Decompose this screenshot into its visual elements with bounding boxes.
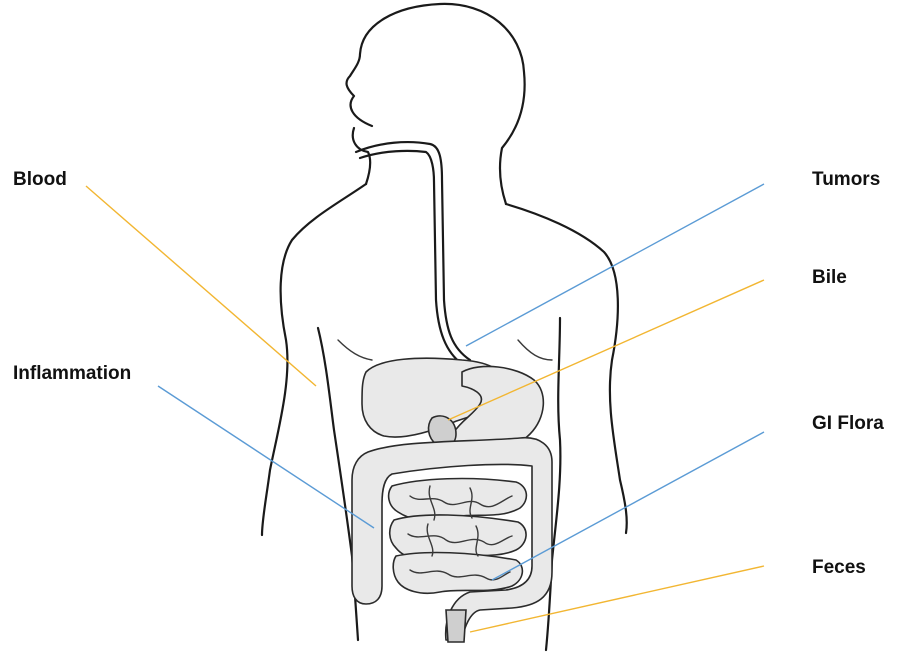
- rectum: [446, 610, 466, 642]
- label-blood: Blood: [13, 170, 67, 189]
- bile-pointer-line: [448, 280, 764, 420]
- label-tumors: Tumors: [812, 170, 880, 189]
- body-outline-right: [506, 204, 627, 533]
- inflammation-pointer-line: [158, 386, 374, 528]
- body-outline-head: [347, 4, 525, 204]
- label-bile: Bile: [812, 268, 847, 287]
- esophagus: [356, 142, 470, 360]
- label-feces: Feces: [812, 558, 866, 577]
- body-outline-left: [262, 184, 366, 535]
- tumors-pointer-line: [466, 184, 764, 346]
- label-gi-flora: GI Flora: [812, 414, 884, 433]
- label-inflammation: Inflammation: [13, 364, 131, 383]
- small-intestine: [389, 479, 527, 594]
